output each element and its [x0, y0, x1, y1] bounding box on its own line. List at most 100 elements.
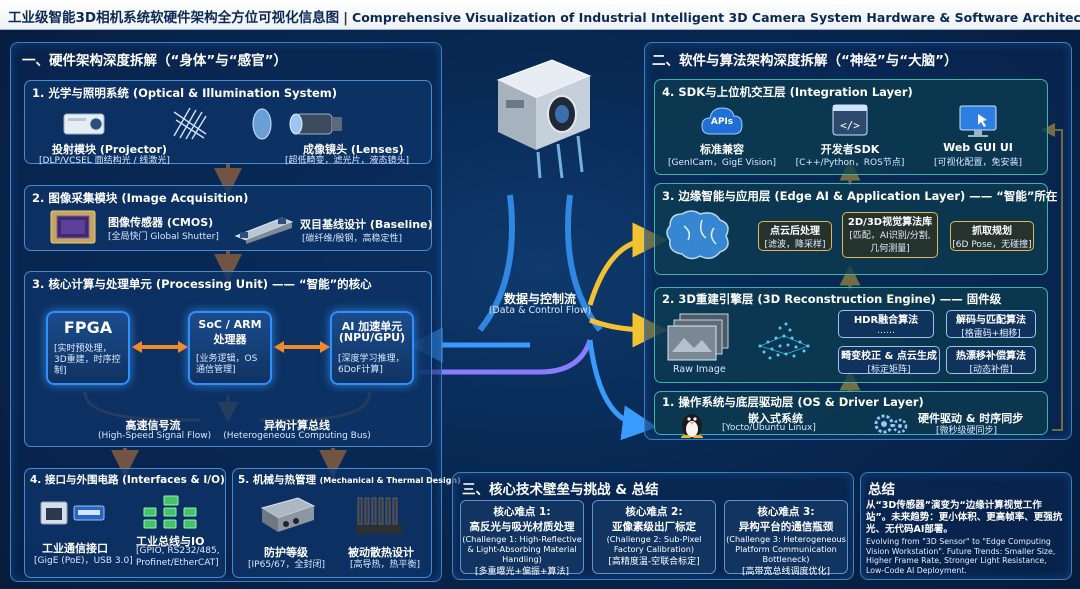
svg-text:</>: </>: [840, 119, 860, 132]
arrow-flow-to-edge: [587, 222, 668, 306]
optical-panel-title: 1. 光学与照明系统 (Optical & Illumination Syste…: [32, 86, 338, 100]
comm-interface-title: 工业通信接口: [42, 542, 108, 555]
industrial-3d-camera-icon: [496, 59, 592, 179]
comm-interface-sub: [GigE (PoE)，USB 3.0]: [34, 556, 133, 566]
thermal-drift-title: 热漂移补偿算法: [956, 351, 1026, 362]
data-flow-title: 数据与控制流: [503, 292, 576, 306]
summary-cn: 从“3D传感器”演变为“边缘计算视觉工作站”。未来趋势：更小体积、更高帧率、更强…: [866, 500, 1063, 535]
driver-sync-title: 硬件驱动 & 时序同步: [918, 412, 1024, 425]
gears-icon: [874, 414, 908, 434]
challenge-3-note: [高带宽总线调度优化]: [741, 567, 831, 577]
projector-sub: [DLP/VCSEL 面结构光 / 线激光]: [39, 156, 170, 166]
web-gui-title: Web GUI UI: [943, 141, 1013, 154]
point-cloud-mesh-icon: [758, 322, 810, 360]
os-panel: [654, 391, 1048, 435]
dev-sdk-title: 开发者SDK: [820, 143, 880, 156]
heatsink-icon: [356, 497, 402, 534]
baseline-title: 双目基线设计 (Baseline): [300, 218, 433, 231]
cmos-sensor-icon: [50, 210, 96, 244]
structured-light-pattern-icon: [173, 107, 207, 140]
stereo-baseline-icon: [234, 217, 294, 244]
arrow-flow-to-os: [587, 339, 658, 441]
ai-accelerator-chip: [330, 311, 414, 385]
web-gui-sub: [可视化配置，免安装]: [933, 158, 1023, 168]
challenge-3-en: (Challenge 3: Heterogeneous Platform Com…: [726, 534, 846, 564]
edge-ai-panel-title: 3. 边缘智能与应用层 (Edge AI & Application Layer…: [662, 189, 1058, 203]
challenge-1-title: 核心难点 1:: [493, 506, 551, 518]
grasp-planning-sub: [6D Pose，无碰撞]: [952, 240, 1032, 250]
challenge-3-subtitle: 异构平台的通信瓶颈: [738, 521, 834, 533]
fpga-chip: [46, 311, 130, 385]
sdk-panel-title: 4. SDK与上位机交互层 (Integration Layer): [662, 85, 913, 99]
data-flow-sub: (Data & Control Flow): [488, 305, 592, 316]
thermal-drift-sub: [动态补偿]: [969, 365, 1013, 375]
grasp-planning-box: 抓取规划 [6D Pose，无碰撞]: [950, 221, 1034, 251]
cooling-sub: [高导热，热平衡]: [350, 560, 421, 570]
arrow-ai-to-software: [420, 339, 593, 375]
web-gui-monitor-icon: [959, 105, 997, 137]
fpga-sub: [实时预处理，3D重建，时序控制]: [54, 344, 121, 376]
soc-title-line2: 处理器: [213, 333, 247, 346]
challenge-2-subtitle: 亚像素级出厂标定: [612, 521, 696, 533]
protection-sub: [IP65/67，全封闭]: [248, 560, 326, 570]
industrial-bus-sub-line1: [GPIO, RS232/485,: [136, 546, 220, 556]
lens-title: 成像镜头 (Lenses): [303, 143, 404, 156]
mechanical-panel-title: 5. 机械与热管理 (Mechanical & Thermal Design): [238, 472, 461, 487]
thermal-drift-box: 热漂移补偿算法 [动态补偿]: [946, 346, 1036, 375]
hdr-fusion-title: HDR融合算法: [853, 315, 919, 326]
challenge-2-en: (Challenge 2: Sub-Pixel Factory Calibrat…: [606, 534, 702, 554]
soc-title-line1: SoC / ARM: [198, 318, 262, 331]
os-panel-title: 1. 操作系统与底层驱动层 (OS & Driver Layer): [662, 395, 924, 409]
apis-cloud-icon: [701, 107, 743, 135]
embedded-system-title: 嵌入式系统: [748, 412, 803, 425]
industrial-bus-sub-line2: Profinet/EtherCAT]: [136, 558, 219, 568]
challenge-card-2: 核心难点 2: 亚像素级出厂标定 (Challenge 2: Sub-Pixel…: [592, 500, 716, 574]
challenge-1-en: (Challenge 1: High-Reflective & Light-Ab…: [462, 534, 582, 564]
page-title-en: Comprehensive Visualization of Industria…: [352, 10, 1080, 25]
protection-title: 防护等级: [264, 546, 308, 559]
hardware-section-title: 一、硬件架构深度拆解（“身体”与“感官”）: [22, 53, 287, 69]
decode-match-box: 解码与匹配算法 [格雷码+相移]: [946, 310, 1036, 339]
soc-sub: [业务逻辑，OS通信管理]: [196, 354, 258, 375]
beam-left: [477, 194, 515, 332]
standard-compat-sub: [GenICam，GigE Vision]: [667, 158, 777, 168]
processing-panel-title: 3. 核心计算与处理单元 (Processing Unit) —— “智能”的核…: [32, 277, 372, 291]
distortion-correction-box: 畸变校正 & 点云生成 [标定矩阵]: [838, 346, 940, 375]
mechanical-title-en: (Mechanical & Thermal Design): [319, 476, 461, 485]
enclosure-device-icon: [260, 497, 316, 532]
soc-chip: [188, 311, 272, 385]
vision-algo-lib-title: 2D/3D视觉算法库: [847, 217, 933, 228]
mechanical-title-cn: 5. 机械与热管理: [238, 474, 316, 486]
projector-icon: [63, 113, 105, 135]
challenge-3-title: 核心难点 3:: [757, 506, 815, 518]
summary-en: Evolving from "3D Sensor" to "Edge Compu…: [866, 537, 1056, 575]
challenge-2-note: [高精度温-空联合标定]: [608, 557, 700, 567]
standard-compat-title: 标准兼容: [700, 143, 744, 156]
vision-algo-lib-sub-line1: [匹配，AI识别/分割,: [849, 231, 931, 241]
point-cloud-postproc-title: 点云后处理: [770, 226, 820, 237]
recon-panel-title: 2. 3D重建引擎层 (3D Reconstruction Engine) ——…: [662, 292, 1002, 306]
point-cloud-postproc-sub: [滤波，降采样]: [764, 240, 826, 250]
bus-signal-sub: (High-Speed Signal Flow): [98, 431, 212, 441]
raw-image-label: Raw Image: [673, 364, 726, 375]
challenge-card-3: 核心难点 3: 异构平台的通信瓶颈 (Challenge 3: Heteroge…: [724, 500, 848, 577]
summary-section: [860, 472, 1072, 580]
title-separator: |: [343, 10, 349, 26]
cooling-title: 被动散热设计: [348, 546, 414, 559]
summary-title: 总结: [868, 482, 895, 498]
brain-icon: [666, 210, 729, 260]
decode-match-title: 解码与匹配算法: [956, 315, 1026, 326]
challenge-2-title: 核心难点 2:: [625, 506, 683, 518]
soc-ai-link-icon: [274, 341, 330, 353]
industrial-bus-network-icon: [143, 495, 197, 529]
ai-title-line1: AI 加速单元: [341, 320, 403, 333]
challenge-1-note: [多重曝光+偏振+算法]: [474, 567, 570, 577]
software-section-title: 二、软件与算法架构深度拆解（“神经”与“大脑”）: [652, 53, 958, 69]
decode-match-sub: [格雷码+相移]: [961, 329, 1021, 339]
driver-sync-sub: [微秒级硬同步]: [936, 426, 998, 436]
embedded-system-sub: [Yocto/Ubuntu Linux]: [722, 423, 816, 433]
bus-hetero-title: 异构计算总线: [264, 419, 330, 432]
code-sdk-icon: </>: [832, 104, 868, 136]
dev-sdk-sub: [C++/Python，ROS节点]: [795, 158, 905, 168]
sensor-title: 图像传感器 (CMOS): [108, 216, 214, 229]
